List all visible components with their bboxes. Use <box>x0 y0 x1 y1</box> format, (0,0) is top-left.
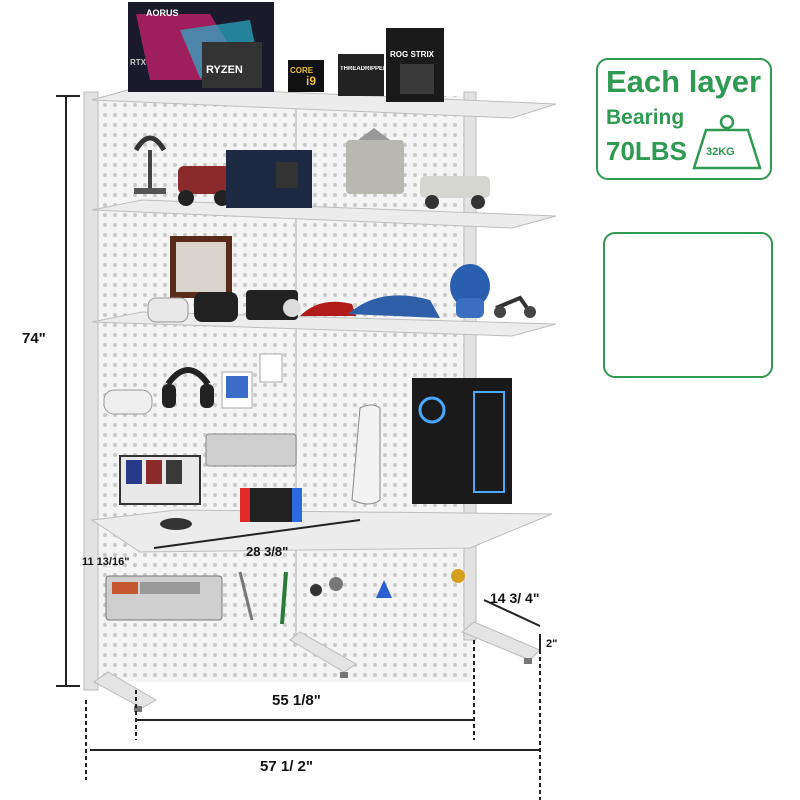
callout-line-1: Each layer <box>606 64 762 99</box>
dimension-shelf-width: 28 3/8" <box>246 544 289 559</box>
shelf-feet <box>93 621 541 712</box>
shelf-2-items <box>147 236 536 323</box>
dimension-foot-height: 2" <box>546 638 558 650</box>
callout-line-3: 70LBS <box>606 136 687 166</box>
load-capacity-callout: Each layer Bearing 70LBS 32KG <box>596 58 772 180</box>
lower-pegboard-items <box>105 569 465 625</box>
box-label-i9: i9 <box>306 74 317 88</box>
dimension-foot-length: 14 3/ 4" <box>490 590 540 606</box>
box-label-ryzen: RYZEN <box>206 64 243 76</box>
box-label-threadripper: THREADRIPPER <box>340 66 384 72</box>
callout-line-2: Bearing <box>606 106 685 129</box>
dimension-height: 74" <box>22 330 46 347</box>
accessories-box <box>603 232 773 378</box>
box-label-core: CORE <box>290 66 314 75</box>
pegboard-items <box>103 353 512 530</box>
dimension-total-width: 57 1/ 2" <box>260 758 313 775</box>
weight-label: 32KG <box>706 146 735 158</box>
box-label-aorus: AORUS <box>146 8 179 18</box>
box-label-rog: ROG STRIX <box>390 50 435 59</box>
product-boxes <box>128 2 444 102</box>
dimension-shelf-depth: 11 13/16" <box>82 556 130 568</box>
box-label-rtx: RTX <box>130 58 146 67</box>
shelf-1-items <box>133 128 490 209</box>
dimension-inner-width: 55 1/8" <box>272 692 321 709</box>
dimension-lines <box>56 95 541 800</box>
weight-icon <box>692 114 762 170</box>
